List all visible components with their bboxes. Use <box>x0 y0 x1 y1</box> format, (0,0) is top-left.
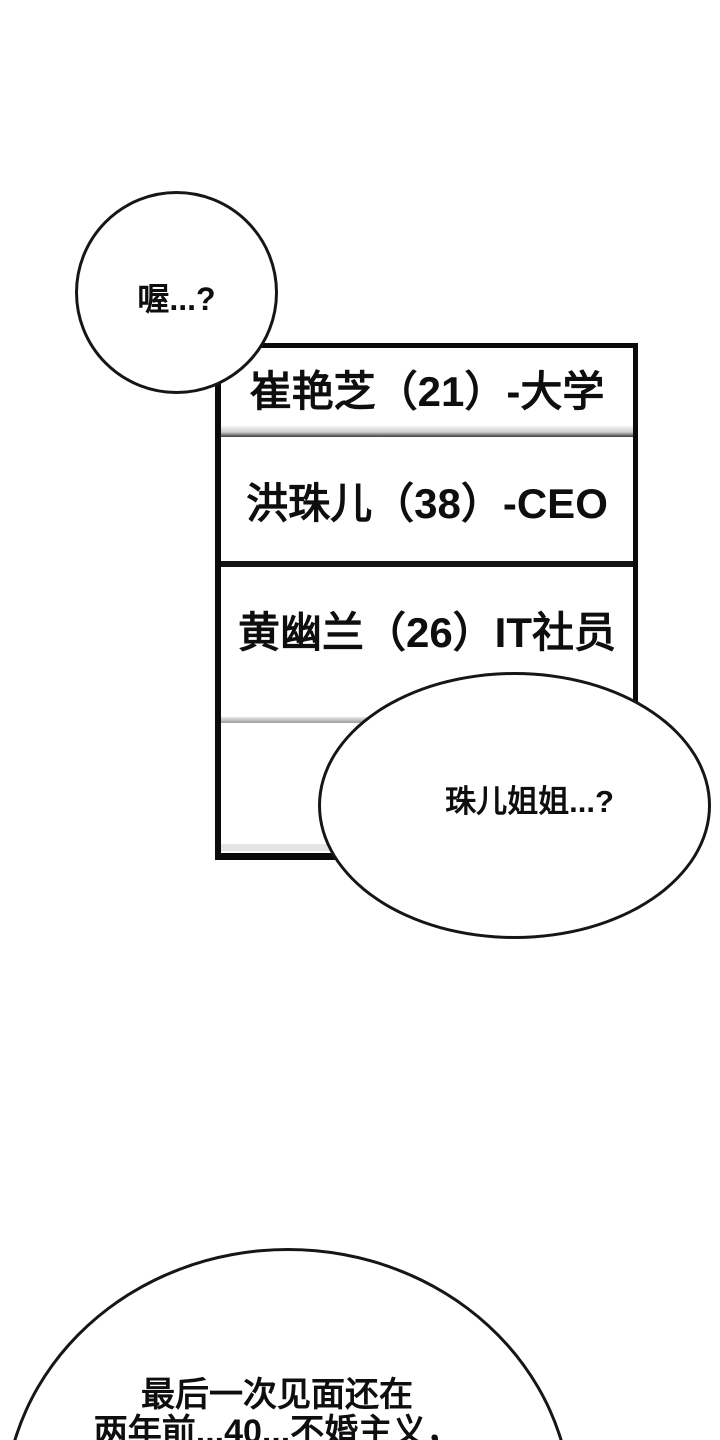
speech-text-bottom: 最后一次见面还在 两年前...40...不婚主义， <box>6 1377 548 1440</box>
roster-table: 崔艳芝（21）-大学 洪珠儿（38）-CEO 黄幽兰（26）IT社员 <box>215 343 638 860</box>
speech-bubble-circle: 喔...? <box>75 191 278 394</box>
speech-bubble-name: 珠儿姐姐...? <box>318 672 711 939</box>
roster-row-3: 黄幽兰（26）IT社员 <box>237 608 617 656</box>
row-divider-1 <box>221 426 633 437</box>
speech-text-bottom-line1: 最后一次见面还在 <box>141 1376 413 1414</box>
row-divider-2 <box>221 561 633 567</box>
speech-text-circle: 喔...? <box>137 280 216 317</box>
speech-bubble-bottom: 最后一次见面还在 两年前...40...不婚主义， <box>3 1248 573 1440</box>
roster-row-1: 崔艳芝（21）-大学 <box>249 368 605 415</box>
roster-row-2: 洪珠儿（38）-CEO <box>246 480 608 527</box>
speech-text-bottom-line2: 两年前...40...不婚主义， <box>93 1413 461 1440</box>
speech-text-name: 珠儿姐姐...? <box>445 784 614 819</box>
